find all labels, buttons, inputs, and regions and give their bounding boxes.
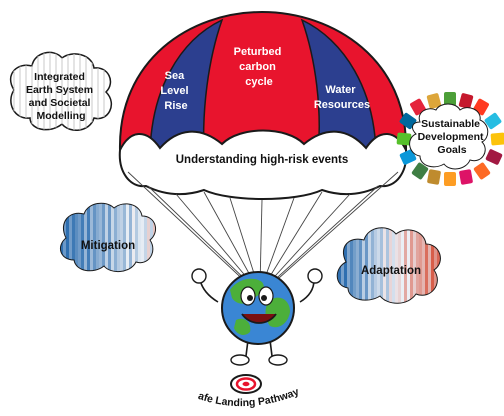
svg-text:Integrated Earth System: Integrated Earth System and Societal Mod… xyxy=(26,71,96,122)
warming-stripe xyxy=(132,203,136,272)
warming-stripe xyxy=(446,222,450,310)
warming-stripe xyxy=(422,227,426,304)
cloud-mitigation: Mitigation xyxy=(54,198,163,278)
warming-stripe xyxy=(117,203,121,272)
warming-stripe xyxy=(401,227,405,304)
warming-stripe xyxy=(90,203,94,272)
warming-stripe xyxy=(138,203,142,272)
warming-stripe xyxy=(60,203,61,272)
warming-stripe xyxy=(398,227,402,304)
warming-stripe xyxy=(365,227,369,304)
warming-stripe xyxy=(410,227,414,304)
warming-stripe xyxy=(419,227,423,304)
warming-stripe xyxy=(144,203,148,272)
warming-stripe xyxy=(389,227,393,304)
target-icon xyxy=(230,374,262,394)
warming-stripe xyxy=(87,203,91,272)
warming-stripe xyxy=(332,222,336,310)
cloud-sustainable-development-goals: Sustainable Development Goals xyxy=(396,92,504,186)
warming-stripe xyxy=(425,227,429,304)
warming-stripe xyxy=(416,227,420,304)
warming-stripe xyxy=(93,203,97,272)
warming-stripe xyxy=(156,198,160,278)
warming-stripe xyxy=(344,227,348,304)
warming-stripe xyxy=(341,227,345,304)
warming-stripe xyxy=(108,203,112,272)
warming-stripe xyxy=(114,203,118,272)
warming-stripe xyxy=(102,203,106,272)
warming-stripe xyxy=(440,227,441,304)
warming-stripe xyxy=(147,203,151,272)
left-glove-icon xyxy=(191,268,207,284)
parachute-canopy: Sea Level Rise Peturbed carbon cycle Wat… xyxy=(118,10,408,200)
earth-mascot xyxy=(191,268,323,366)
warming-stripe xyxy=(75,203,79,272)
warming-stripe xyxy=(60,203,64,272)
warming-stripe xyxy=(69,203,73,272)
warming-stripe xyxy=(383,227,387,304)
warming-stripe xyxy=(126,203,130,272)
warming-stripe xyxy=(105,203,109,272)
cloud-integrated-modelling: Integrated Earth System and Societal Mod… xyxy=(9,51,112,131)
warming-stripe xyxy=(353,227,357,304)
canopy-blue-gore-right xyxy=(300,18,377,159)
canopy-blue-gore-left xyxy=(149,18,224,159)
warming-stripe xyxy=(359,227,363,304)
panel-label-water-resources: Water Resources xyxy=(314,84,370,111)
svg-text:Adaptation: Adaptation xyxy=(361,265,421,277)
warming-stripe xyxy=(129,203,133,272)
warming-stripe xyxy=(99,203,103,272)
warming-stripe xyxy=(96,203,100,272)
warming-stripe xyxy=(350,227,354,304)
canopy-white-band xyxy=(118,129,408,200)
warming-stripe xyxy=(123,203,127,272)
warming-stripe xyxy=(120,203,124,272)
left-shoe-icon xyxy=(230,354,250,366)
warming-stripe xyxy=(54,198,58,278)
warming-stripe xyxy=(362,227,366,304)
warming-stripe xyxy=(159,198,163,278)
warming-stripe xyxy=(407,227,411,304)
warming-stripe xyxy=(392,227,396,304)
warming-stripe xyxy=(374,227,378,304)
warming-stripe xyxy=(371,227,375,304)
warming-stripe xyxy=(404,227,408,304)
svg-text:Mitigation: Mitigation xyxy=(81,240,135,252)
band-label-high-risk-events: Understanding high-risk events xyxy=(176,154,349,166)
svg-text:Sustainable Development: Sustainable Development Goals xyxy=(418,118,487,156)
warming-stripe xyxy=(386,227,390,304)
warming-stripe xyxy=(153,203,156,272)
warming-stripe xyxy=(150,203,154,272)
warming-stripe xyxy=(380,227,384,304)
warming-stripe xyxy=(81,203,85,272)
warming-stripe xyxy=(84,203,88,272)
panel-label-peturbed-carbon-cycle: Peturbed carbon cycle xyxy=(234,46,285,88)
warming-stripe xyxy=(72,203,76,272)
warming-stripe xyxy=(377,227,381,304)
warming-stripe xyxy=(347,227,351,304)
warming-stripe xyxy=(395,227,399,304)
warming-stripe xyxy=(428,227,432,304)
warming-stripe xyxy=(78,203,82,272)
warming-stripe xyxy=(368,227,372,304)
warming-stripe xyxy=(434,227,438,304)
right-shoe-icon xyxy=(268,354,288,366)
panel-label-sea-level-rise: Sea Level Rise xyxy=(160,70,191,112)
right-glove-icon xyxy=(307,268,323,284)
warming-stripe xyxy=(337,227,339,304)
cloud-adaptation: Adaptation xyxy=(332,222,450,310)
warming-stripe xyxy=(356,227,360,304)
warming-stripe xyxy=(413,227,417,304)
warming-stripe xyxy=(431,227,435,304)
warming-stripe xyxy=(141,203,145,272)
warming-stripe xyxy=(135,203,139,272)
warming-stripe xyxy=(66,203,70,272)
warming-stripe xyxy=(443,222,447,310)
warming-stripe xyxy=(111,203,115,272)
